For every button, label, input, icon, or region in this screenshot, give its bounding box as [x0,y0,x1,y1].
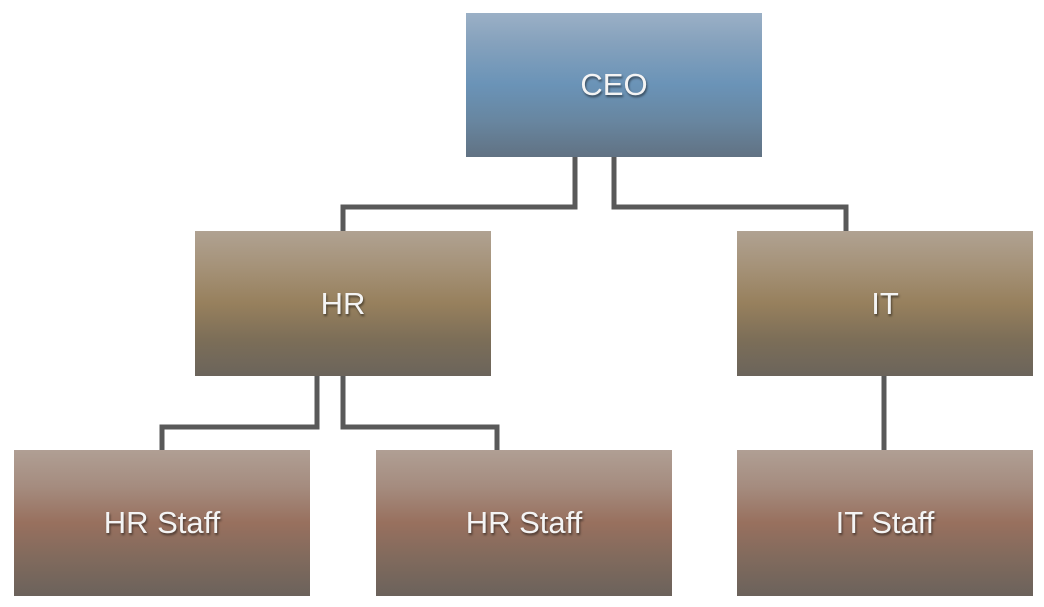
node-label: HR Staff [465,505,583,540]
node-ceo[interactable]: CEO [466,13,762,157]
node-label: HR [320,285,366,321]
node-hr-staff-1[interactable]: HR Staff [14,450,310,596]
node-hr-staff-2[interactable]: HR Staff [376,450,672,596]
node-label: CEO [580,67,648,102]
edge-ceo-hr [340,157,578,231]
node-it[interactable]: IT [737,231,1033,376]
edge-hr-hr-staff-2 [340,376,500,450]
node-it-staff[interactable]: IT Staff [737,450,1033,596]
node-label: IT [871,285,899,321]
edge-hr-hr-staff-1 [159,376,320,450]
node-label: IT Staff [835,505,935,540]
node-hr[interactable]: HR [195,231,491,376]
edge-ceo-it [611,157,849,231]
node-label: HR Staff [103,505,221,540]
